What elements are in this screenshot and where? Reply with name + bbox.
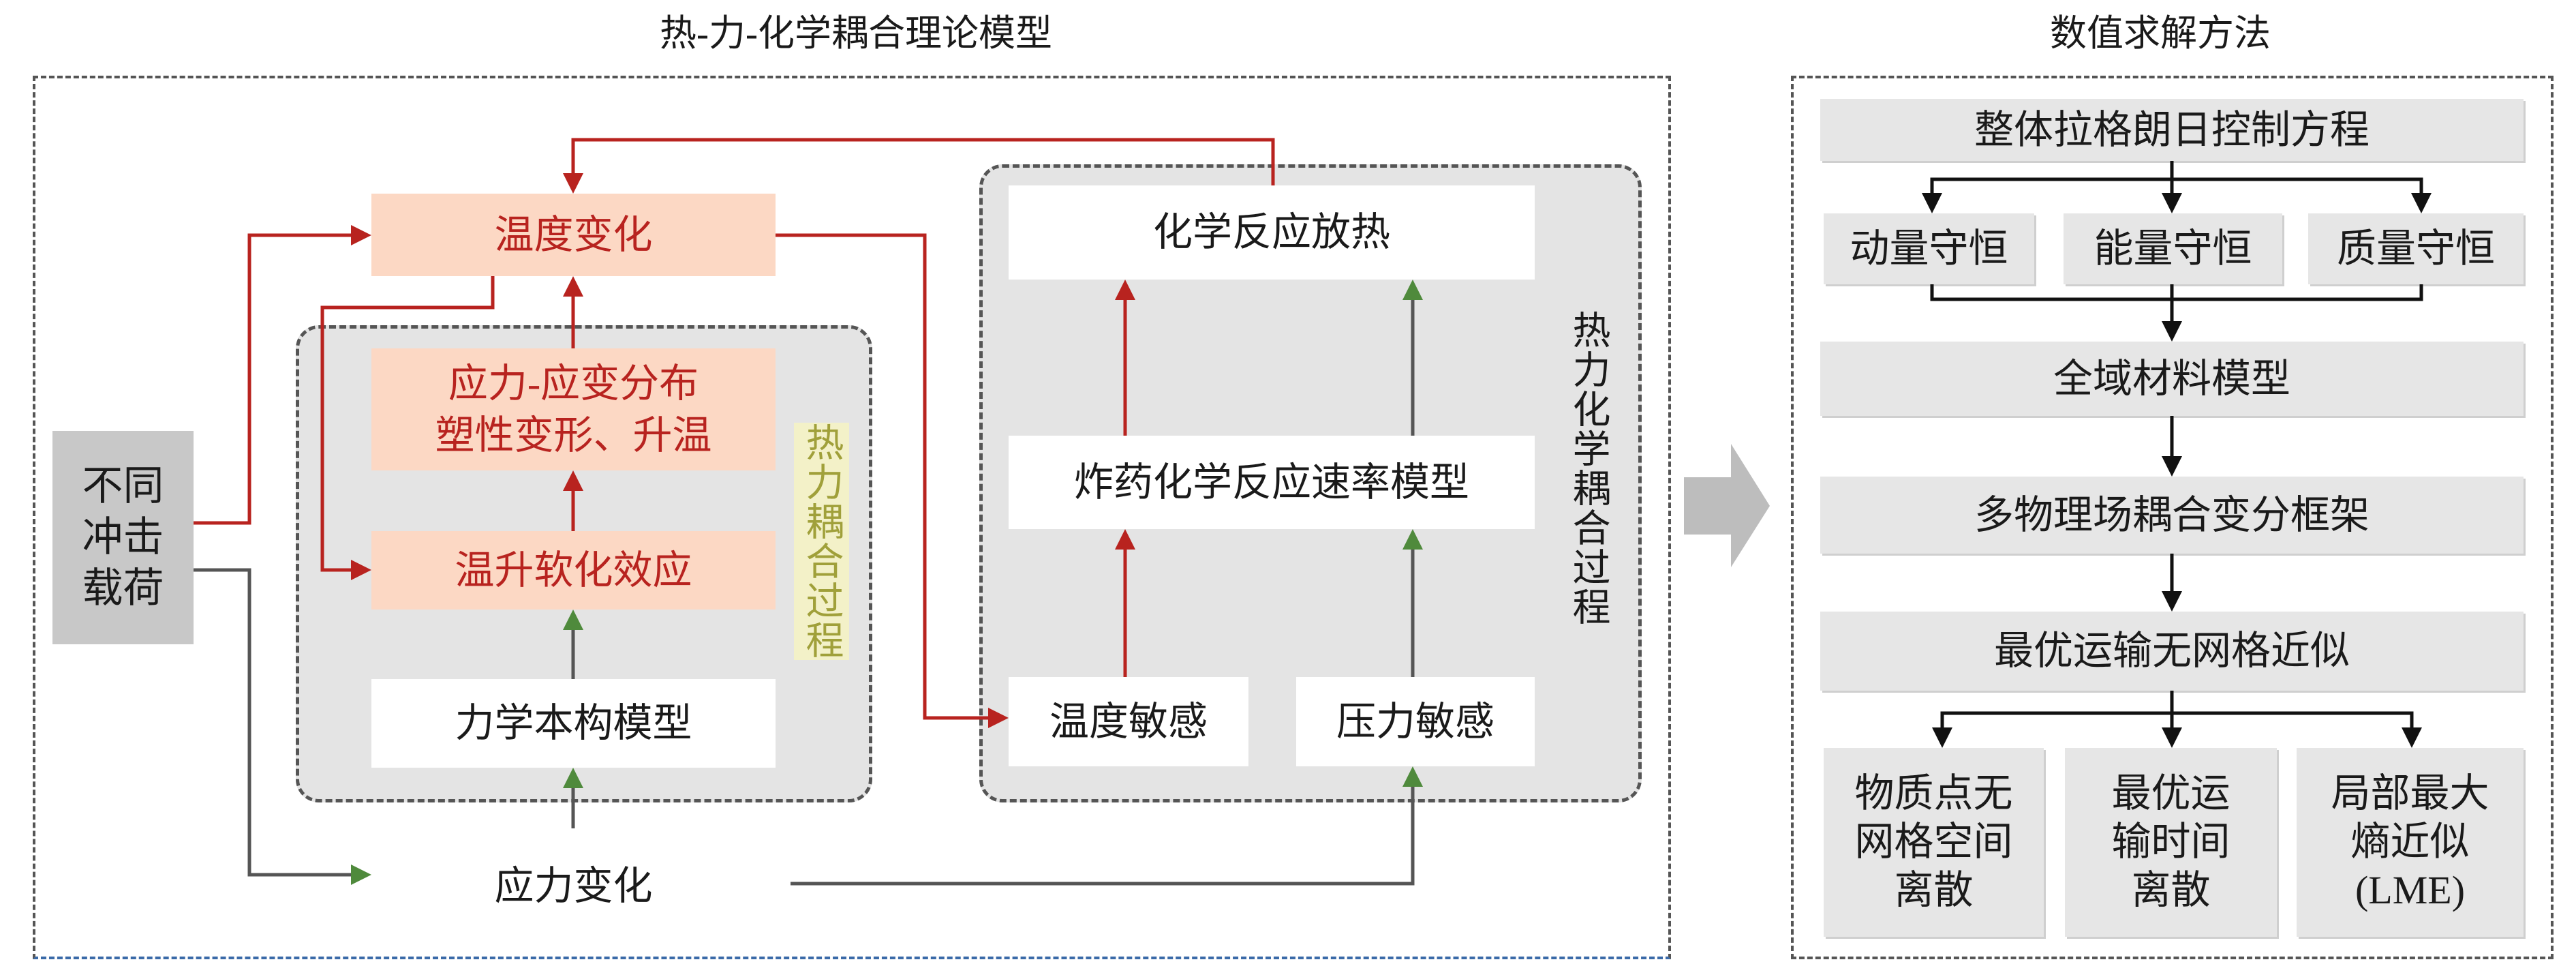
- arrow-heat-to-temperature: [563, 138, 1275, 194]
- pressure-sensitive-box: 压力敏感: [1296, 677, 1535, 766]
- stress-strain-line1: 应力-应变分布: [448, 361, 699, 406]
- pressure-sensitive-label: 压力敏感: [1336, 699, 1494, 744]
- material-model-box: 全域材料模型: [1820, 342, 2524, 416]
- left-section-title: 热-力-化学耦合理论模型: [660, 13, 1052, 54]
- energy-label: 能量守恒: [2094, 226, 2252, 271]
- split-discretization-line: [1940, 711, 2422, 748]
- theory-model-frame: [33, 76, 1671, 959]
- ot-meshfree-box: 最优运输无网格近似: [1820, 612, 2524, 691]
- momentum-conservation-box: 动量守恒: [1824, 213, 2034, 284]
- chemical-heat-box: 化学反应放热: [1009, 185, 1535, 280]
- thermo-chemical-label: 热力化学耦合过程: [1567, 310, 1609, 627]
- arrow-stress-change-to-pressure: [791, 766, 1423, 886]
- mass-label: 质量守恒: [2336, 226, 2495, 271]
- lme-line1: 局部最大: [2331, 771, 2489, 816]
- merge-conservation-line: [1930, 284, 2423, 301]
- variational-framework-label: 多物理场耦合变分框架: [1974, 492, 2370, 537]
- variational-framework-box: 多物理场耦合变分框架: [1820, 477, 2524, 554]
- space-line3: 离散: [1894, 867, 1974, 912]
- ot-meshfree-label: 最优运输无网格近似: [1993, 629, 2350, 674]
- arrow-load-to-temperature: [194, 225, 371, 525]
- stress-strain-box: 应力-应变分布 塑性变形、升温: [371, 348, 776, 470]
- impact-load-label: 不同冲击载荷: [82, 464, 164, 611]
- thermal-softening-box: 温升软化效应: [371, 531, 776, 610]
- space-line1: 物质点无: [1854, 771, 2013, 816]
- arrow-temperature-to-sensitive: [776, 233, 1009, 728]
- impact-load-box: 不同冲击载荷: [52, 431, 194, 644]
- space-line2: 网格空间: [1854, 820, 2013, 865]
- lme-line3: (LME): [2355, 867, 2466, 912]
- arrow-temperature-to-softening: [320, 276, 495, 580]
- stress-change-label: 应力变化: [494, 864, 653, 909]
- reaction-rate-model-label: 炸药化学反应速率模型: [1073, 460, 1469, 505]
- stress-change-node: 应力变化: [371, 845, 776, 927]
- temperature-sensitive-label: 温度敏感: [1049, 699, 1208, 744]
- temperature-sensitive-box: 温度敏感: [1009, 677, 1248, 766]
- space-discretization-box: 物质点无网格空间离散: [1824, 748, 2044, 937]
- lagrange-equation-label: 整体拉格朗日控制方程: [1974, 107, 2370, 152]
- constitutive-model-label: 力学本构模型: [455, 701, 692, 746]
- right-section-title: 数值求解方法: [2050, 13, 2271, 54]
- time-line2: 输时间: [2111, 820, 2230, 865]
- energy-conservation-box: 能量守恒: [2064, 213, 2282, 284]
- reaction-rate-model-box: 炸药化学反应速率模型: [1009, 436, 1535, 529]
- temperature-change-label: 温度变化: [494, 212, 653, 257]
- split-conservation-line: [1930, 177, 2432, 213]
- arrow-load-to-stress-change: [194, 568, 371, 885]
- thermo-mechanical-label: 热力耦合过程: [794, 423, 849, 660]
- thermal-softening-label: 温升软化效应: [455, 547, 692, 592]
- temperature-change-box: 温度变化: [371, 194, 776, 276]
- lme-box: 局部最大熵近似(LME): [2297, 748, 2524, 937]
- material-model-label: 全域材料模型: [2053, 356, 2290, 401]
- constitutive-model-box: 力学本构模型: [371, 679, 776, 768]
- chemical-heat-label: 化学反应放热: [1152, 210, 1390, 255]
- lme-line2: 熵近似: [2350, 820, 2470, 865]
- time-line3: 离散: [2131, 867, 2211, 912]
- time-line1: 最优运: [2111, 771, 2230, 816]
- time-discretization-box: 最优运输时间离散: [2065, 748, 2277, 937]
- momentum-label: 动量守恒: [1850, 226, 2008, 271]
- stress-strain-line2: 塑性变形、升温: [435, 412, 712, 457]
- numerical-method-frame: [1791, 76, 2554, 959]
- mass-conservation-box: 质量守恒: [2308, 213, 2524, 284]
- lagrange-equation-box: 整体拉格朗日控制方程: [1820, 99, 2524, 161]
